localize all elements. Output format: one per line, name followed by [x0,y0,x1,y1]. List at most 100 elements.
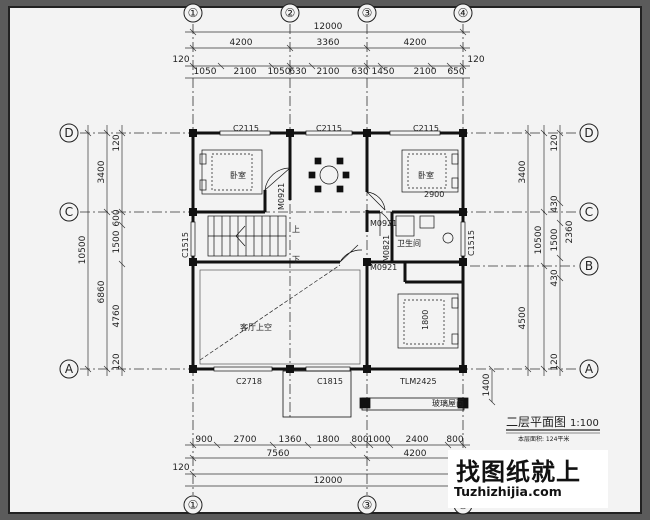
porch [282,370,469,418]
dimension-lines [84,28,564,487]
window-label: C1515 [467,230,476,256]
watermark-url: Tuzhizhijia.com [454,484,562,499]
room-label-void: 客厅上空 [240,322,272,332]
dim-left-detail: 120 [112,134,122,151]
room-label-bedroom: 卧室 [230,170,246,180]
dim-bottom-detail: 800 [351,435,368,445]
axis-bubbles [59,3,599,515]
beds [199,149,459,349]
dim-left-mid: 6860 [97,280,107,303]
dim-bottom-detail: 1800 [317,435,340,445]
window-label: C1815 [317,377,343,386]
grid-lines [80,24,578,495]
glass-roof-label: 玻璃屋面 [432,398,464,408]
dim-top-mid: 3360 [317,38,340,48]
dim-top-detail: 630 [289,67,306,77]
axis-label-d: D [64,126,73,140]
watermark: 找图纸就上 Tuzhizhijia.com [448,450,608,508]
watermark-chinese: 找图纸就上 [456,458,581,486]
dim-top-total: 12000 [314,22,343,32]
door-label: M0921 [277,183,286,210]
dim-left-detail: 120 [112,353,122,370]
dim-right-detail: 430 [550,269,560,286]
axis-label-a-right: A [585,362,594,376]
drawing-sheet [8,6,642,514]
dim-top-offset-right: 120 [467,55,484,65]
door-label: TLM2425 [399,377,437,386]
windows [190,130,466,372]
dim-left-detail: 4760 [112,304,122,327]
stairs [207,215,287,257]
dim-top-mid: 4200 [404,38,427,48]
dim-top-mid: 4200 [230,38,253,48]
dim-porch-depth: 1400 [482,373,492,396]
dim-right-detail: 120 [550,353,560,370]
dim-right-detail: 430 [550,195,560,212]
axis-label-1: ① [188,6,199,20]
dim-bottom-detail: 1000 [368,435,391,445]
dim-bottom-detail: 2700 [234,435,257,445]
room-label-bedroom: 卧室 [418,170,434,180]
dim-top-detail: 2100 [414,67,437,77]
axis-label-c: C [65,205,73,219]
dim-top-detail: 650 [447,67,464,77]
window-label: C2718 [236,377,262,386]
dim-top-detail: 2100 [234,67,257,77]
dim-right-mid: 3400 [518,160,528,183]
drawing-title: 二层平面图 1:100 本层面积: 124平米 [506,415,600,443]
dim-right-detail: 120 [550,134,560,151]
dim-left-mid: 3400 [97,160,107,183]
dim-left-detail: 600 [112,209,122,226]
dim-bottom-mid: 4200 [404,449,427,459]
dim-right-detail: 1500 [550,228,560,251]
dim-bottom-detail: 2400 [406,435,429,445]
dim-top-detail: 630 [351,67,368,77]
dim-top-detail: 1050 [194,67,217,77]
axis-label-c-right: C [585,205,593,219]
dim-left-detail: 1500 [112,230,122,253]
table-set [308,157,350,193]
axis-label-4: ④ [458,6,469,20]
dim-bottom-mid: 7560 [267,449,290,459]
dim-right-mid: 4500 [518,306,528,329]
door-label: M0821 [382,235,391,262]
drawing-title-scale: 1:100 [570,418,599,429]
drawing-title-area: 本层面积: 124平米 [518,435,569,443]
axis-label-a: A [65,362,74,376]
window-label: C1515 [181,232,190,258]
dim-left-outer: 10500 [78,235,88,264]
room-label-bathroom: 卫生间 [397,238,421,248]
stair-up-label: 上 [292,225,300,234]
axis-label-3-bottom: ③ [362,498,373,512]
bed-dimension: 2900 [424,190,444,199]
door-label: M0921 [370,219,397,228]
dim-bottom-detail: 1360 [279,435,302,445]
dim-top-detail: 1050 [268,67,291,77]
axis-label-3: ③ [362,6,373,20]
dim-right-outer: 10500 [534,225,544,254]
dim-top-offset: 120 [172,55,189,65]
axis-label-d-right: D [584,126,593,140]
dim-right-detail: 2360 [565,220,575,243]
void-outline [199,264,361,365]
doors [264,167,430,263]
stair-down-label: 下 [292,255,300,264]
bed-dimension: 1800 [421,310,430,330]
dim-bottom-total: 12000 [314,476,343,486]
axis-label-1-bottom: ① [188,498,199,512]
door-label: M0921 [370,263,397,272]
walls [191,131,465,371]
drawing-title-name: 二层平面图 [506,415,566,429]
window-label: C2115 [316,124,342,133]
dim-top-detail: 2100 [317,67,340,77]
axis-label-b-right: B [585,259,593,273]
dim-bottom-offset: 120 [172,463,189,473]
dim-bottom-detail: 800 [446,435,463,445]
axis-label-2: ② [285,6,296,20]
dim-top-detail: 1450 [372,67,395,77]
window-label: C2115 [413,124,439,133]
dim-bottom-detail: 900 [195,435,212,445]
window-label: C2115 [233,124,259,133]
bathroom-fixtures [395,215,454,244]
